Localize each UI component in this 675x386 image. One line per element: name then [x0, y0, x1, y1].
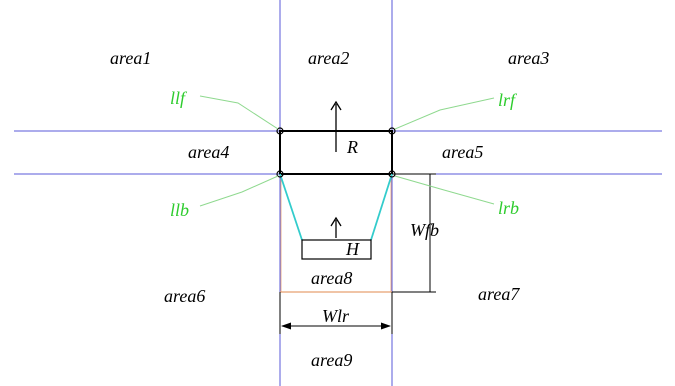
dimension-wfb-label: Wfb	[410, 220, 439, 240]
up-arrow-icon-head	[330, 100, 342, 111]
leader-line-lrb	[394, 175, 495, 205]
leader-line-llf	[199, 95, 279, 130]
area-label-8: area8	[311, 268, 352, 288]
leader-line-lrf	[394, 97, 495, 130]
connector-left	[279, 173, 303, 241]
corner-point-llf	[276, 127, 284, 135]
human-heading-arrow	[330, 216, 342, 238]
leader-line-llb	[199, 175, 279, 207]
dimension-wlr-label: Wlr	[322, 306, 350, 326]
corner-points	[276, 127, 396, 178]
up-arrow-icon-head	[330, 216, 342, 227]
corner-label-lrb: lrb	[498, 198, 519, 218]
area-label-7: area7	[478, 284, 520, 304]
dimension-wfb: Wfb	[392, 173, 439, 293]
area-label-3: area3	[508, 48, 549, 68]
dimension-wlr-arrow-left	[281, 322, 291, 330]
area-label-1: area1	[110, 48, 151, 68]
human-box-label: H	[345, 239, 360, 259]
robot-heading-arrow	[330, 100, 342, 152]
corner-label-lrf: lrf	[498, 90, 518, 110]
leader-lines	[199, 95, 495, 207]
robot-box-label: R	[346, 137, 358, 157]
area-label-5: area5	[442, 142, 483, 162]
dimension-wlr: Wlr	[279, 292, 393, 334]
corner-point-lrf	[388, 127, 396, 135]
corner-point-lrb	[388, 170, 396, 178]
area-label-9: area9	[311, 350, 352, 370]
area-label-6: area6	[164, 286, 205, 306]
corner-label-llb: llb	[170, 200, 189, 220]
area-label-4: area4	[188, 142, 229, 162]
dimension-wlr-arrow-right	[381, 322, 391, 330]
connector-right	[370, 173, 393, 241]
area-label-2: area2	[308, 48, 349, 68]
human-box	[301, 239, 372, 260]
corner-label-llf: llf	[170, 88, 188, 108]
corner-point-llb	[276, 170, 284, 178]
